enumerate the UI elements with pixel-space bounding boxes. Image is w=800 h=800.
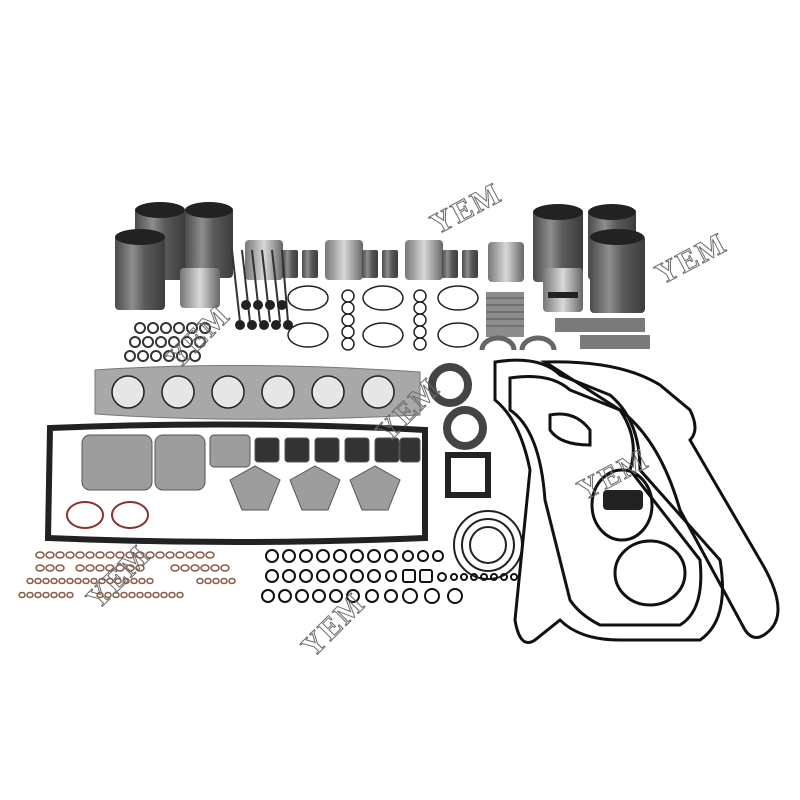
cylinder-liners-left	[115, 202, 233, 310]
connecting-rod-bearings	[486, 292, 524, 337]
large-o-rings	[453, 510, 523, 580]
main-bearings	[555, 318, 650, 349]
valves	[231, 249, 289, 323]
exhaust-manifold-gaskets	[81, 434, 421, 511]
piston-pins	[282, 250, 478, 278]
thrust-washers	[479, 335, 557, 351]
cylinder-liners-right	[533, 204, 645, 313]
valve-stem-seals	[124, 322, 211, 362]
crankshaft-seals	[428, 363, 487, 450]
valve-keepers	[603, 490, 643, 510]
piston-rings	[287, 285, 479, 351]
square-gasket	[445, 452, 491, 498]
oil-pan-gasket	[44, 421, 428, 545]
timing-cover-gaskets	[493, 358, 780, 644]
cylinder-head-gasket	[94, 364, 421, 420]
copper-washers	[18, 551, 236, 599]
o-rings	[261, 549, 518, 604]
